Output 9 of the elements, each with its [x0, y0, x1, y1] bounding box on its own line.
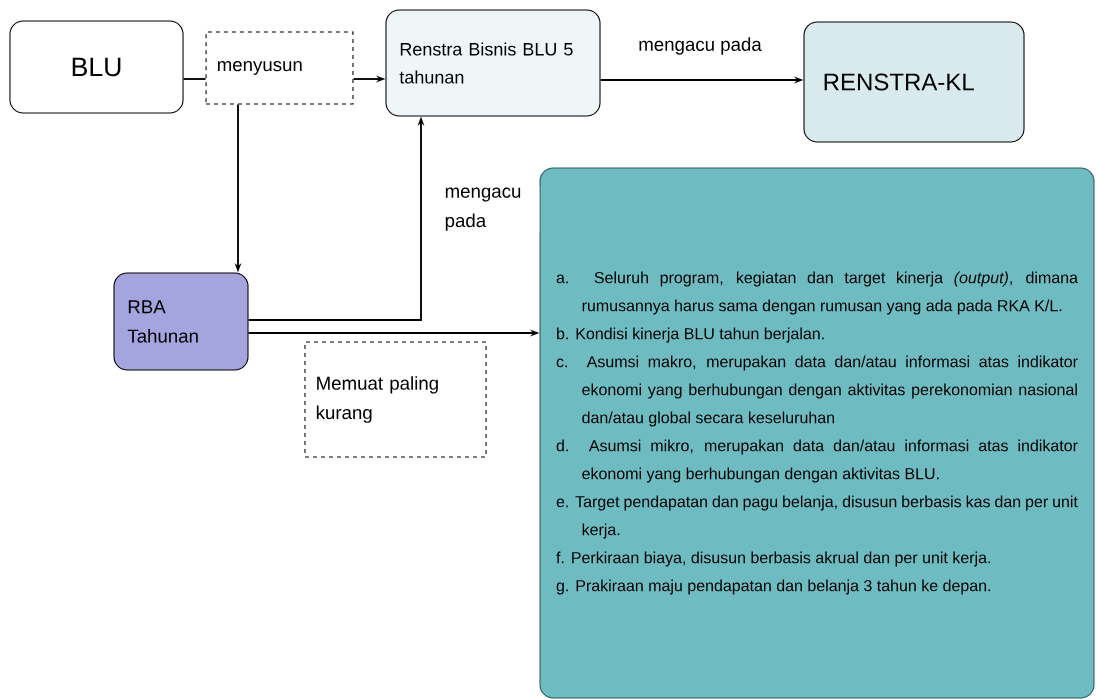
edge-label: mengacu pada — [443, 186, 540, 233]
note-box: Memuat paling kurang — [304, 341, 487, 458]
process-box: menyusun — [205, 31, 354, 105]
entity-box: BLU — [9, 20, 184, 114]
plan-box: Renstra Bisnis BLU 5 tahunan — [385, 9, 601, 117]
edge-label: mengacu pada — [636, 35, 764, 57]
budget-box: RBA Tahunan — [113, 272, 249, 371]
content-list-box: a. Seluruh program, kegiatan dan target kinerja (output), dimana rumusannya harus sama dengan rumusan yang ada pada RKA K/L. b. Kondisi kinerja BLU tahun berjalan. c. Asumsi makro, merupakan data dan/atau informasi atas indikator ekonomi yang berhubungan dengan aktivitas perekonomian nasional dan/atau global secara keseluruhan d. Asumsi mikro, merupakan data dan/atau informasi atas indikator ekonomi yang berhubungan dengan aktivitas BLU. e. Target pendapatan dan pagu belanja, disusun berbasis kas dan per unit kerja. f. Perkiraan biaya, disusun berbasis akrual dan per unit kerja. g. Prakiraan maju pendapatan dan belanja 3 tahun ke depan. — [539, 167, 1095, 699]
plan-box: RENSTRA-KL — [803, 21, 1025, 143]
